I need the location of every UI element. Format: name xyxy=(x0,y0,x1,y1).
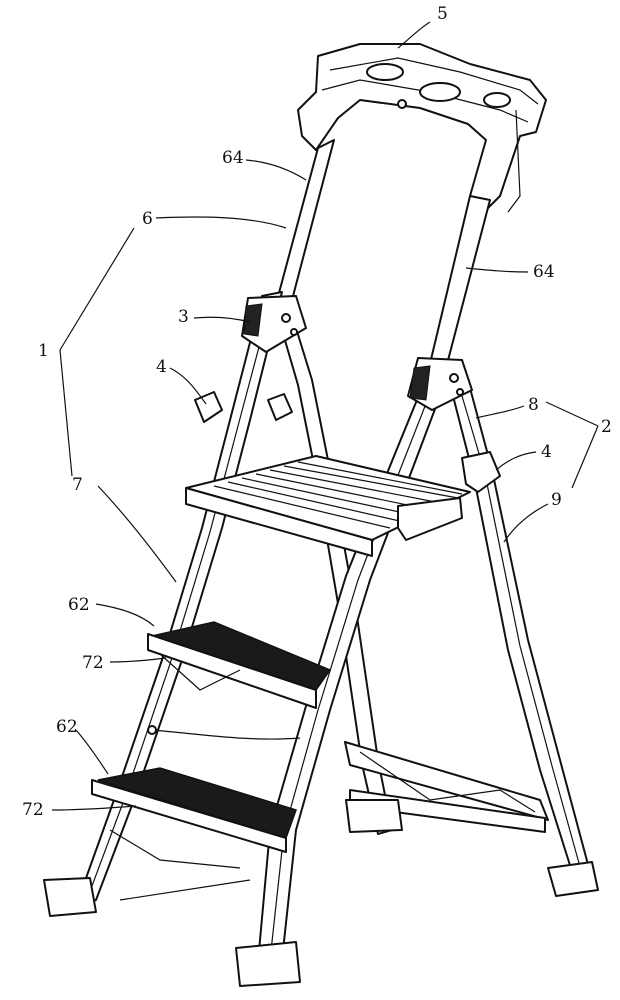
label-8: 8 xyxy=(528,395,539,415)
label-72-middle: 72 xyxy=(82,653,104,673)
rear-right-foot xyxy=(547,861,599,897)
rear-left-foot xyxy=(345,799,403,833)
top-tool-tray xyxy=(297,43,547,213)
front-left-rail xyxy=(43,291,283,917)
label-9: 9 xyxy=(551,490,562,510)
front-left-foot xyxy=(43,877,97,917)
middle-step xyxy=(147,621,332,709)
top-platform-step xyxy=(185,455,471,557)
label-6: 6 xyxy=(142,209,153,229)
handrail-uprights xyxy=(275,139,491,373)
leader-lines xyxy=(51,21,599,811)
label-4-right: 4 xyxy=(541,442,552,462)
label-64-right: 64 xyxy=(533,262,555,282)
label-62-middle: 62 xyxy=(68,595,90,615)
hinge-bracket-right xyxy=(461,451,501,493)
label-3: 3 xyxy=(178,307,189,327)
front-right-rail xyxy=(235,363,453,987)
front-right-foot xyxy=(235,941,301,987)
label-1: 1 xyxy=(38,341,49,361)
locking-hinge-right xyxy=(407,357,473,411)
tie-cable xyxy=(151,729,301,740)
label-62-bottom: 62 xyxy=(56,717,78,737)
hinge-bracket-left xyxy=(194,391,223,423)
bottom-step xyxy=(91,767,297,901)
rear-support-frame xyxy=(194,327,599,897)
label-2: 2 xyxy=(601,417,612,437)
label-64-left: 64 xyxy=(222,148,244,168)
label-5: 5 xyxy=(437,4,448,24)
label-72-bottom: 72 xyxy=(22,800,44,820)
label-4-left: 4 xyxy=(156,357,167,377)
reference-numerals: 5 64 64 6 3 1 4 8 2 4 9 7 62 72 62 72 xyxy=(22,4,612,820)
label-7: 7 xyxy=(72,475,83,495)
locking-hinge-left xyxy=(241,295,307,353)
